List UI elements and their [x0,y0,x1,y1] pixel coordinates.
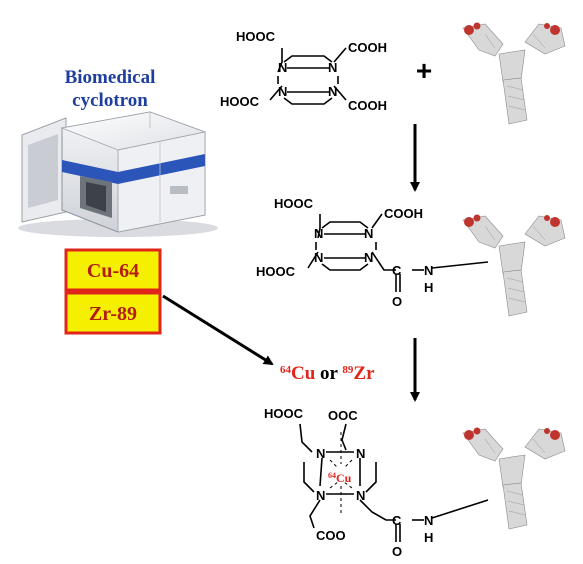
complex-ooc: OOC [328,408,358,423]
conj-n2: N [364,226,373,241]
conj-n3: N [314,250,323,265]
complex-metal-symbol: Cu [336,471,352,485]
reagent-or: or [315,363,342,384]
antibody-image-1 [462,22,566,125]
conj-n4: N [364,250,373,265]
complex-n1: N [316,446,325,461]
conj-carbonyl-c: C [392,263,402,278]
dota-n1: N [278,60,287,75]
complex-n4: N [356,488,365,503]
conj-cooh: COOH [384,206,423,221]
dota-hooc-bottom: HOOC [220,94,260,109]
cyclotron-machine-image [18,111,218,237]
conjugate-structure: HOOC COOH HOOC N N N N C O N H [256,196,489,309]
complex-n2: N [356,446,365,461]
reagent-zr-mass: 89 [342,364,354,376]
reagent-cu-mass: 64 [280,364,292,376]
conj-amide-n: N [424,263,433,278]
dota-n4: N [328,84,337,99]
reagent-cu-symbol: Cu [291,363,316,384]
antibody-image-3 [462,427,566,530]
complex-amide-h: H [424,530,433,545]
cyclotron-title-line2: cyclotron [72,90,148,111]
antibody-image-2 [462,214,566,317]
reagent-zr-symbol: Zr [353,363,375,384]
dota-structure: HOOC COOH HOOC COOH N N N N [220,29,387,113]
conj-n1: N [314,226,323,241]
isotope-to-reagent-arrow [162,294,274,366]
conj-carbonyl-o: O [392,294,402,309]
isotope-label-zr89: Zr-89 [89,303,137,325]
dota-cooh-bottom: COOH [348,98,387,113]
cyclotron-title-line1: Biomedical [65,67,156,88]
radiolabeled-complex-structure: HOOC OOC N N N N 64Cu COO C O N H [264,406,489,559]
plus-sign: + [416,55,432,86]
cyclotron-panel: Biomedical cyclotron [18,67,218,237]
complex-hooc: HOOC [264,406,304,421]
conj-hooc-bottom: HOOC [256,264,296,279]
complex-n3: N [316,488,325,503]
complex-carbonyl-c: C [392,513,402,528]
isotope-box-zr89: Zr-89 [64,291,162,335]
complex-metal-label: 64Cu [328,471,352,486]
reagent-text: 64Cu or 89Zr [280,363,375,384]
conj-hooc-top: HOOC [274,196,314,211]
conj-amide-h: H [424,280,433,295]
complex-carbonyl-o: O [392,544,402,559]
complex-coo: COO [316,528,346,543]
dota-hooc-top: HOOC [236,29,276,44]
complex-metal-mass: 64 [328,471,336,480]
dota-n3: N [278,84,287,99]
dota-n2: N [328,60,337,75]
complex-amide-n: N [424,513,433,528]
isotope-box-cu64: Cu-64 [64,248,162,292]
isotope-label-cu64: Cu-64 [87,260,139,282]
dota-cooh-top: COOH [348,40,387,55]
